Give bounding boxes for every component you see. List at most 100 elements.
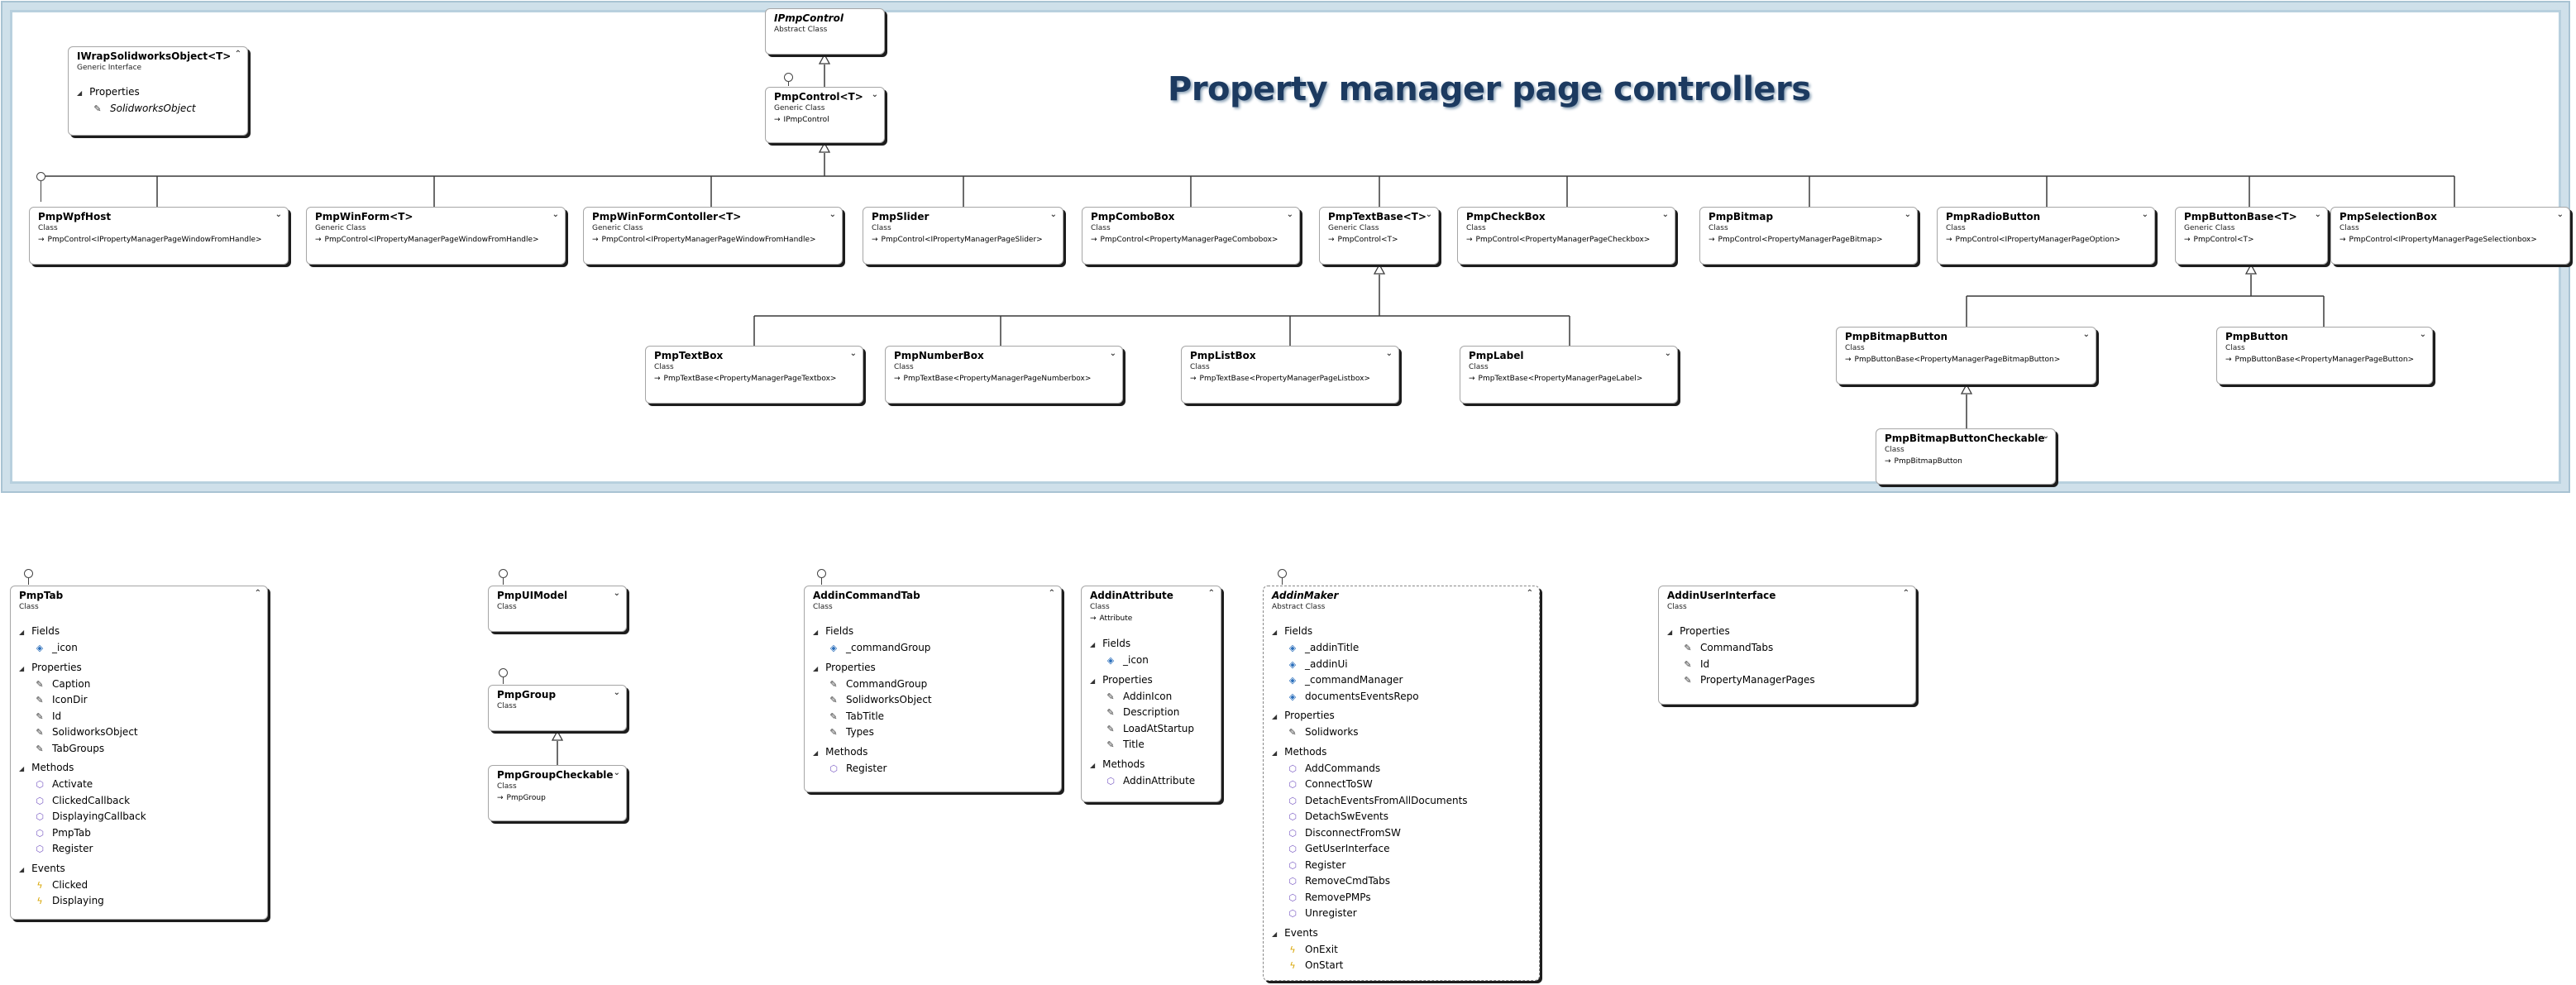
collapse-triangle-icon[interactable]: ◢ bbox=[813, 629, 819, 636]
class-box-pmptextbase[interactable]: PmpTextBase<T>Generic Class⌄→PmpControl<… bbox=[1319, 207, 1439, 265]
section-header[interactable]: ◢Fields bbox=[813, 624, 1054, 640]
collapse-chevron-icon[interactable]: ⌃ bbox=[234, 50, 241, 59]
collapse-triangle-icon[interactable]: ◢ bbox=[1272, 930, 1278, 938]
expand-chevron-icon[interactable]: ⌄ bbox=[2082, 330, 2090, 339]
section-header[interactable]: ◢Events bbox=[1272, 925, 1532, 942]
member-row[interactable]: ✎IconDir bbox=[19, 692, 260, 709]
collapse-triangle-icon[interactable]: ◢ bbox=[77, 89, 83, 97]
member-row[interactable]: ◈_commandGroup bbox=[813, 640, 1054, 657]
collapse-triangle-icon[interactable]: ◢ bbox=[813, 748, 819, 757]
expand-chevron-icon[interactable]: ⌄ bbox=[829, 210, 836, 219]
expand-chevron-icon[interactable]: ⌄ bbox=[1661, 210, 1669, 219]
member-row[interactable]: ✎Id bbox=[19, 709, 260, 725]
member-row[interactable]: ⬡AddCommands bbox=[1272, 761, 1532, 777]
collapse-triangle-icon[interactable]: ◢ bbox=[1667, 629, 1673, 636]
member-row[interactable]: ⬡DetachEventsFromAllDocuments bbox=[1272, 793, 1532, 810]
member-row[interactable]: ⬡RemovePMPs bbox=[1272, 890, 1532, 906]
expand-chevron-icon[interactable]: ⌄ bbox=[613, 688, 620, 697]
collapse-chevron-icon[interactable]: ⌃ bbox=[1048, 589, 1055, 598]
section-header[interactable]: ◢Properties bbox=[1667, 624, 1909, 640]
section-header[interactable]: ◢Properties bbox=[77, 84, 241, 101]
member-row[interactable]: ✎TabTitle bbox=[813, 709, 1054, 725]
member-row[interactable]: ⬡PmpTab bbox=[19, 825, 260, 842]
section-header[interactable]: ◢Events bbox=[19, 861, 260, 877]
collapse-triangle-icon[interactable]: ◢ bbox=[813, 664, 819, 672]
member-row[interactable]: ✎Solidworks bbox=[1272, 724, 1532, 741]
collapse-triangle-icon[interactable]: ◢ bbox=[1090, 677, 1096, 685]
member-row[interactable]: ⬡Register bbox=[813, 761, 1054, 777]
class-box-pmpcontrol[interactable]: PmpControl<T>Generic Class⌄→IPmpControl bbox=[765, 87, 885, 143]
collapse-triangle-icon[interactable]: ◢ bbox=[1272, 629, 1278, 636]
section-header[interactable]: ◢Fields bbox=[1090, 636, 1214, 653]
collapse-triangle-icon[interactable]: ◢ bbox=[1090, 641, 1096, 648]
section-header[interactable]: ◢Methods bbox=[1090, 757, 1214, 773]
class-box-pmpwinformcontroller[interactable]: PmpWinFormContoller<T>Generic Class⌄→Pmp… bbox=[583, 207, 843, 265]
member-row[interactable]: ✎PropertyManagerPages bbox=[1667, 672, 1909, 689]
expand-chevron-icon[interactable]: ⌄ bbox=[2314, 210, 2321, 219]
member-row[interactable]: ✎Title bbox=[1090, 737, 1214, 753]
collapse-chevron-icon[interactable]: ⌃ bbox=[1526, 589, 1533, 598]
member-row[interactable]: ✎SolidworksObject bbox=[77, 101, 241, 117]
section-header[interactable]: ◢Fields bbox=[19, 624, 260, 640]
expand-chevron-icon[interactable]: ⌄ bbox=[2419, 330, 2426, 339]
member-row[interactable]: ✎SolidworksObject bbox=[813, 692, 1054, 709]
member-row[interactable]: ◈_addinTitle bbox=[1272, 640, 1532, 657]
member-row[interactable]: ◈_commandManager bbox=[1272, 672, 1532, 689]
class-box-pmpwinform[interactable]: PmpWinForm<T>Generic Class⌄→PmpControl<I… bbox=[306, 207, 566, 265]
collapse-triangle-icon[interactable]: ◢ bbox=[1272, 713, 1278, 720]
member-row[interactable]: ✎Caption bbox=[19, 677, 260, 693]
member-row[interactable]: ◈_addinUi bbox=[1272, 657, 1532, 673]
class-box-iwrap[interactable]: IWrapSolidworksObject<T>Generic Interfac… bbox=[68, 46, 248, 136]
collapse-chevron-icon[interactable]: ⌃ bbox=[254, 589, 261, 598]
member-row[interactable]: ✎SolidworksObject bbox=[19, 724, 260, 741]
member-row[interactable]: ⬡Activate bbox=[19, 777, 260, 793]
member-row[interactable]: ✎CommandTabs bbox=[1667, 640, 1909, 657]
member-row[interactable]: ⬡AddinAttribute bbox=[1090, 773, 1214, 790]
section-header[interactable]: ◢Methods bbox=[1272, 744, 1532, 761]
expand-chevron-icon[interactable]: ⌄ bbox=[2141, 210, 2148, 219]
member-row[interactable]: ✎Description bbox=[1090, 705, 1214, 721]
expand-chevron-icon[interactable]: ⌄ bbox=[1049, 210, 1057, 219]
member-row[interactable]: ✎AddinIcon bbox=[1090, 689, 1214, 705]
expand-chevron-icon[interactable]: ⌄ bbox=[1109, 349, 1116, 358]
expand-chevron-icon[interactable]: ⌄ bbox=[1425, 210, 1432, 219]
section-header[interactable]: ◢Properties bbox=[1272, 708, 1532, 724]
member-row[interactable]: ⬡Register bbox=[19, 841, 260, 858]
expand-chevron-icon[interactable]: ⌄ bbox=[1385, 349, 1393, 358]
member-row[interactable]: ⬡DisconnectFromSW bbox=[1272, 825, 1532, 842]
section-header[interactable]: ◢Methods bbox=[19, 760, 260, 777]
member-row[interactable]: ✎Types bbox=[813, 724, 1054, 741]
collapse-triangle-icon[interactable]: ◢ bbox=[19, 664, 25, 672]
section-header[interactable]: ◢Properties bbox=[19, 660, 260, 677]
expand-chevron-icon[interactable]: ⌄ bbox=[613, 768, 620, 777]
member-row[interactable]: ⬡Unregister bbox=[1272, 906, 1532, 922]
member-row[interactable]: ✎TabGroups bbox=[19, 741, 260, 758]
member-row[interactable]: ◈_icon bbox=[19, 640, 260, 657]
expand-chevron-icon[interactable]: ⌄ bbox=[2556, 210, 2564, 219]
expand-chevron-icon[interactable]: ⌄ bbox=[871, 90, 878, 99]
